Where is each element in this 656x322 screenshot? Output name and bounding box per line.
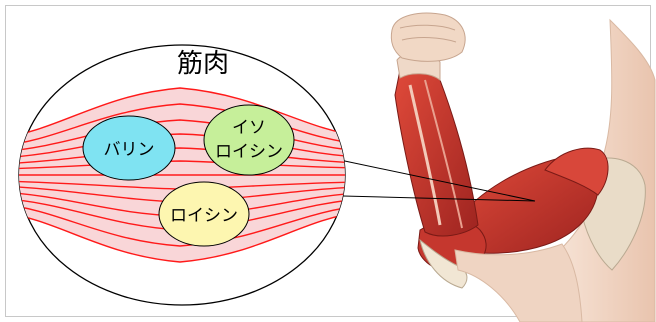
isoleucine-bubble [204,105,294,175]
isoleucine-label-line1: イソ [232,118,266,138]
amino-acid-leucine: ロイシン [159,182,249,246]
amino-acid-isoleucine: イソ ロイシン [204,105,294,175]
amino-acid-valine: バリン [83,116,175,180]
leucine-label: ロイシン [170,206,238,226]
valine-label: バリン [104,140,155,160]
diagram-title: 筋肉 [177,49,229,79]
isoleucine-label-line2: ロイシン [215,142,283,162]
